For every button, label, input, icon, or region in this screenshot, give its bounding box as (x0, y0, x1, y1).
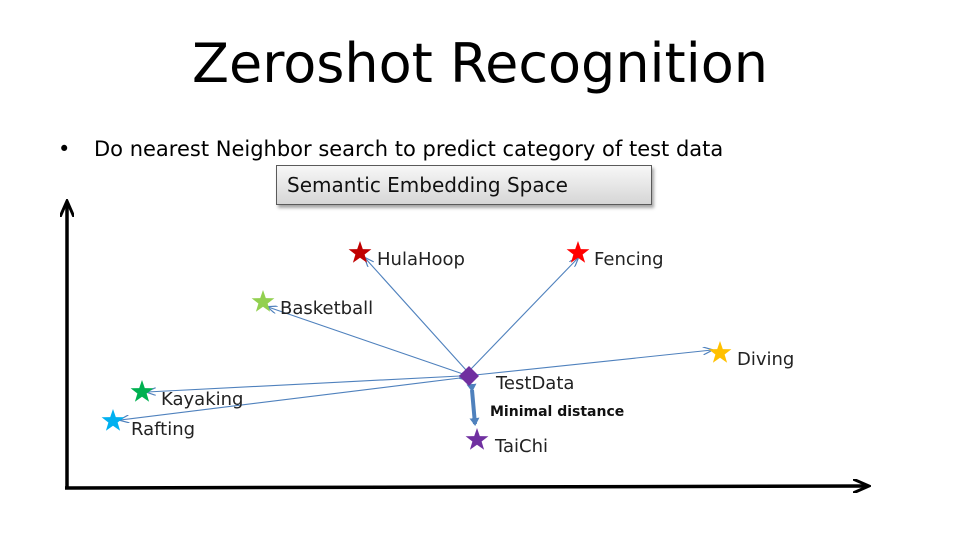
bullet-text: Do nearest Neighbor search to predict ca… (94, 137, 724, 161)
fencing-label: Fencing (594, 249, 664, 270)
slide-title: Zeroshot Recognition (192, 32, 768, 95)
rafting-star-icon (101, 409, 125, 431)
bullet-marker: • (58, 137, 71, 161)
hulahoop-star-icon (348, 241, 372, 263)
embedding-space-label: Semantic Embedding Space (287, 173, 568, 197)
basketball-star-icon (251, 290, 275, 312)
minimal-distance-label: Minimal distance (490, 404, 624, 420)
diving-label: Diving (737, 349, 794, 370)
basketball-label: Basketball (280, 298, 373, 319)
testdata-diamond-icon (459, 366, 479, 386)
arrow-to-basketball (268, 307, 463, 374)
arrow-to-fencing (470, 258, 578, 370)
arrow-to-hulahoop (365, 258, 466, 370)
fencing-star-icon (566, 241, 590, 263)
arrow-to-diving (475, 350, 712, 375)
rafting-label: Rafting (131, 419, 195, 440)
taichi-label: TaiChi (494, 436, 548, 457)
kayaking-star-icon (130, 380, 154, 402)
x-axis (64, 486, 868, 488)
diving-star-icon (708, 341, 732, 363)
arrow-to-rafting (120, 378, 460, 420)
hulahoop-label: HulaHoop (377, 249, 465, 270)
taichi-star-icon (465, 428, 489, 450)
kayaking-label: Kayaking (161, 389, 243, 410)
testdata-label: TestData (495, 373, 574, 394)
embedding-space-box: Semantic Embedding Space (276, 165, 652, 205)
minimal-distance-arrow (466, 383, 480, 426)
